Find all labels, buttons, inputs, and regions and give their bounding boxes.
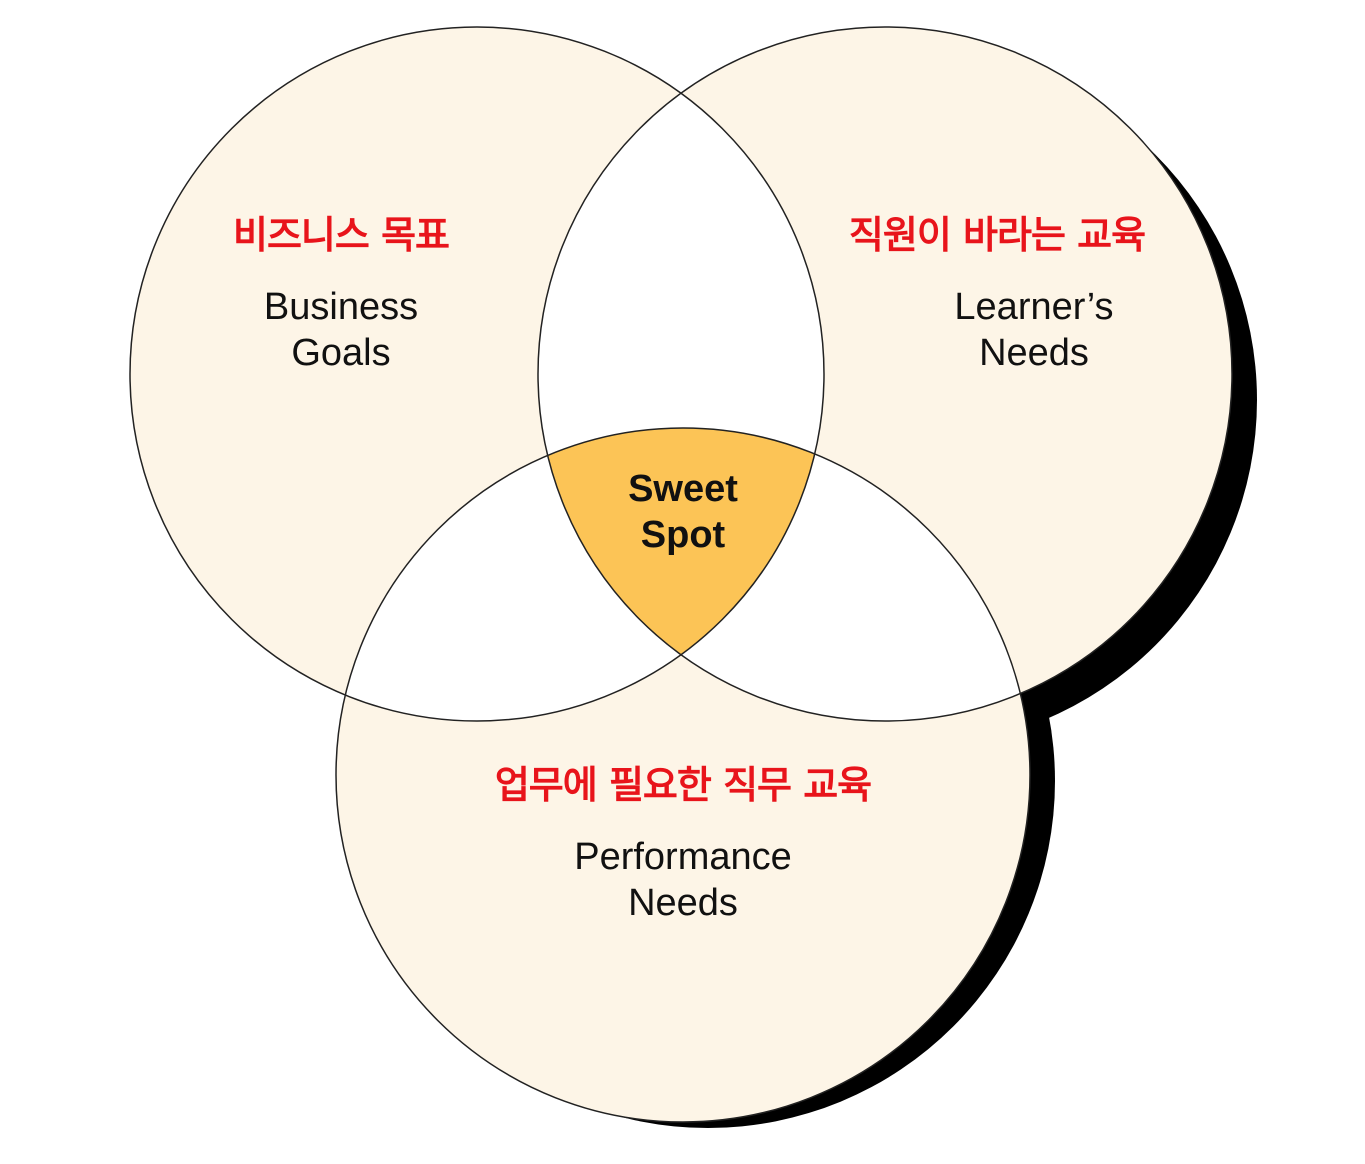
learner-performance-overlap bbox=[538, 428, 1030, 721]
performance-korean-label: 업무에 필요한 직무 교육 bbox=[494, 763, 872, 807]
performance-english-label-line-1: Performance bbox=[574, 836, 792, 878]
business-english-label-line-1: Business bbox=[263, 286, 419, 328]
business-performance-overlap bbox=[336, 428, 824, 721]
business-circle-outline bbox=[129, 26, 825, 722]
learner-circle-outline bbox=[537, 26, 1233, 722]
sweet-spot-label-line-2: Spot bbox=[640, 514, 726, 556]
business-english-label-line-2: Goals bbox=[291, 332, 391, 374]
learner-label: 직원이 바라는 교육 Learner’s Needs bbox=[848, 212, 1146, 376]
sweet-spot-label: Sweet Spot bbox=[628, 466, 738, 558]
business-label: 비즈니스 목표 Business Goals bbox=[233, 212, 450, 376]
business-korean-label: 비즈니스 목표 bbox=[233, 213, 450, 257]
performance-english-label-line-2: Needs bbox=[628, 882, 738, 924]
learner-korean-label: 직원이 바라는 교육 bbox=[848, 213, 1146, 257]
performance-circle-outline bbox=[335, 427, 1031, 1123]
performance-label: 업무에 필요한 직무 교육 Performance Needs bbox=[494, 762, 872, 926]
learner-english-label-line-1: Learner’s bbox=[954, 286, 1114, 328]
learner-english-label-line-2: Needs bbox=[979, 332, 1089, 374]
sweet-spot-label-line-1: Sweet bbox=[628, 468, 738, 510]
